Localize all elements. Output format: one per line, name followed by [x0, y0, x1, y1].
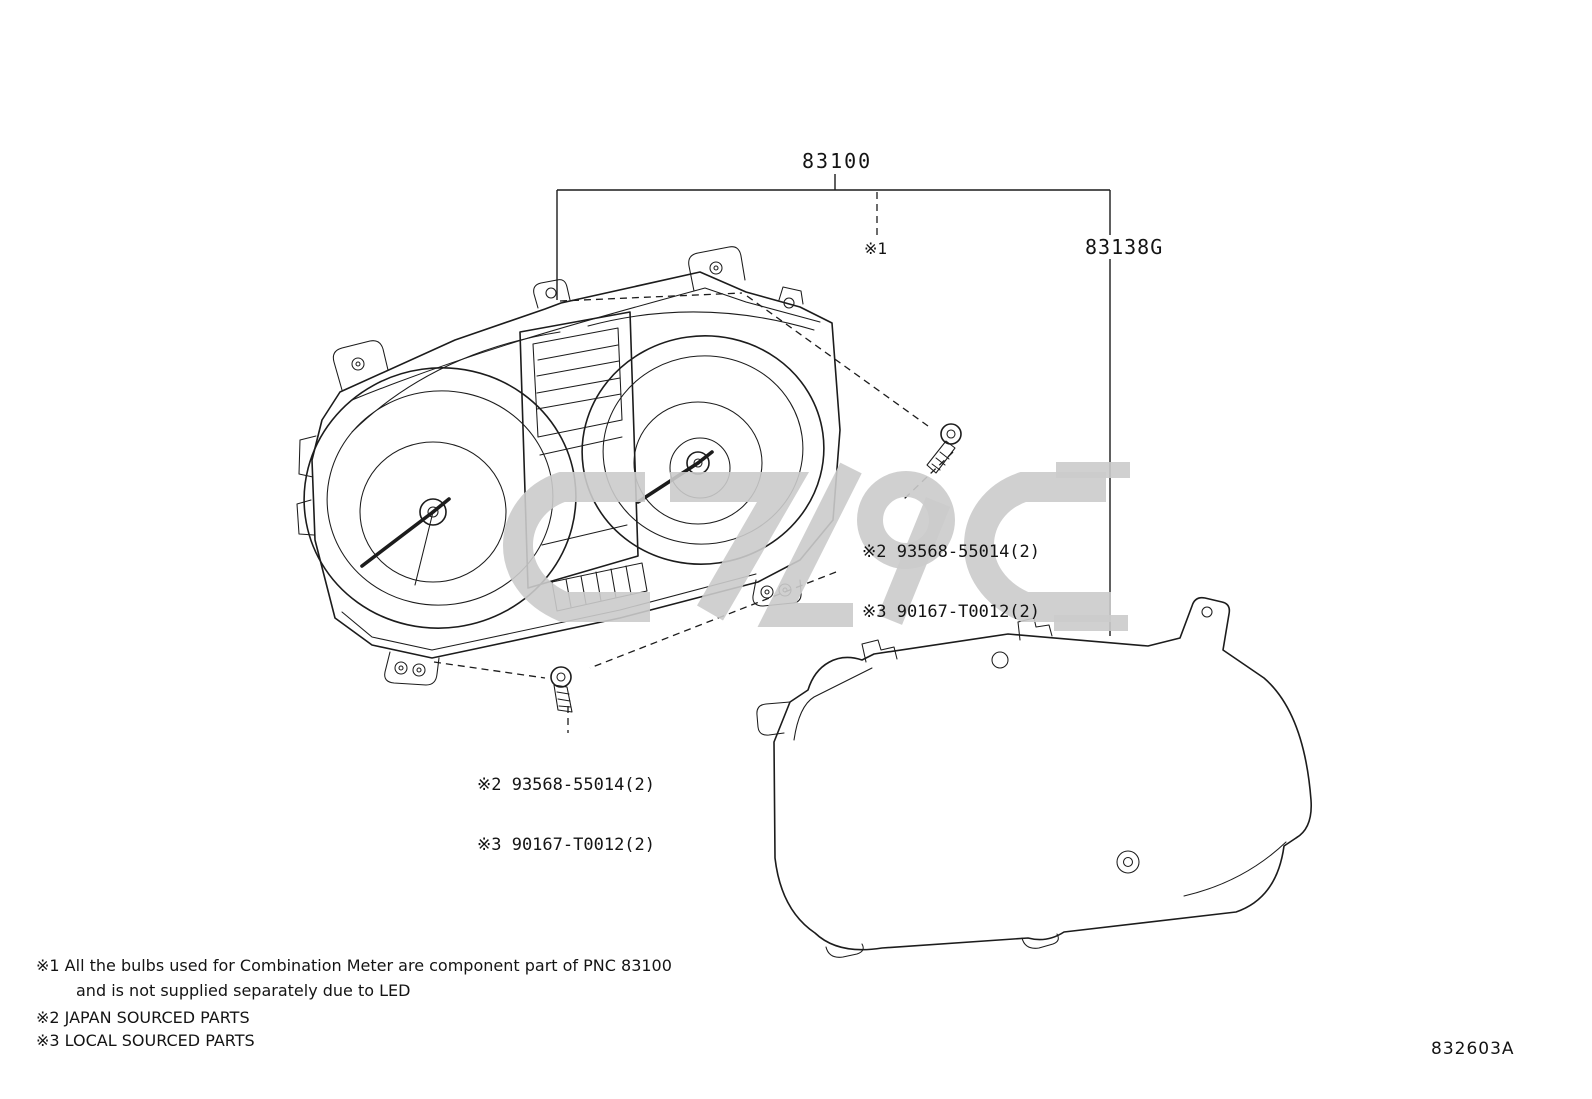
- screw-part-number-japan[interactable]: ※2 93568-55014(2): [862, 542, 1041, 562]
- bulb-reference-mark: ※1: [864, 239, 888, 258]
- part-number-83100[interactable]: 83100: [802, 149, 873, 173]
- watermark: [503, 462, 1130, 631]
- screw-bottom-icon[interactable]: [550, 666, 573, 713]
- screw-part-number-japan[interactable]: ※2 93568-55014(2): [477, 775, 656, 795]
- meter-rear-cover-drawing[interactable]: [756, 596, 1313, 958]
- part-number-83138g[interactable]: 83138G: [1082, 235, 1167, 259]
- screw-part-number-local[interactable]: ※3 90167-T0012(2): [862, 602, 1041, 622]
- diagram-code: 832603A: [1431, 1039, 1515, 1059]
- footnote-japan-sourced: ※2 JAPAN SOURCED PARTS: [36, 1008, 250, 1027]
- screw-part-number-local[interactable]: ※3 90167-T0012(2): [477, 835, 656, 855]
- footnote-bulbs-line2: and is not supplied separately due to LE…: [76, 981, 411, 1000]
- screw-part-numbers-right[interactable]: ※2 93568-55014(2) ※3 90167-T0012(2): [862, 502, 1040, 662]
- dashed-leader-lines: [433, 192, 954, 733]
- screw-part-numbers-left[interactable]: ※2 93568-55014(2) ※3 90167-T0012(2): [477, 735, 655, 895]
- screw-top-icon[interactable]: [926, 423, 962, 474]
- footnote-bulbs-line1: ※1 All the bulbs used for Combination Me…: [36, 956, 672, 975]
- leader-lines: [556, 174, 1111, 636]
- footnote-local-sourced: ※3 LOCAL SOURCED PARTS: [36, 1031, 255, 1050]
